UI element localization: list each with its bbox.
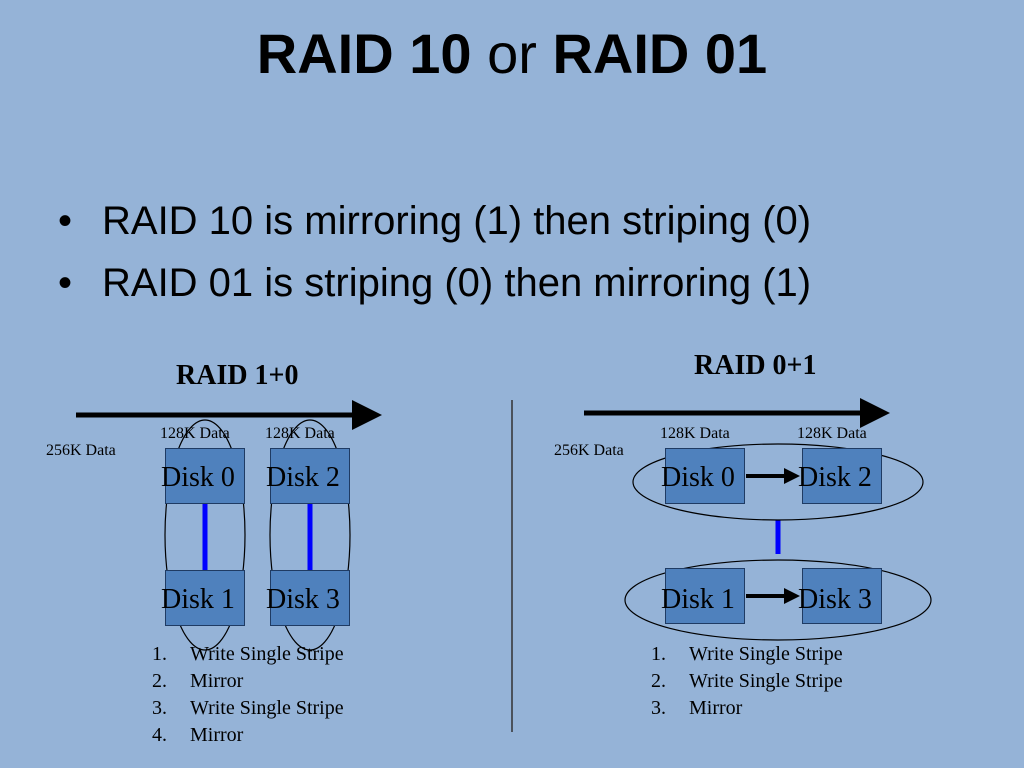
disk-box: [665, 448, 745, 504]
step-item: 3. Mirror: [651, 695, 843, 722]
step-text: Write Single Stripe: [190, 697, 344, 719]
step-number: 2.: [651, 670, 666, 692]
right-chunk-label: 128K Data: [797, 425, 867, 442]
disk-label: Disk 1: [661, 584, 735, 615]
step-text: Mirror: [190, 670, 244, 692]
disk-box: [802, 448, 882, 504]
disk-box: [665, 568, 745, 624]
step-text: Mirror: [190, 724, 244, 746]
step-number: 1.: [152, 643, 167, 665]
step-text: Write Single Stripe: [689, 670, 843, 692]
step-number: 3.: [152, 697, 167, 719]
disk-label: Disk 0: [161, 462, 235, 493]
left-mirror-group-ellipse: [164, 419, 246, 651]
step-number: 2.: [152, 670, 167, 692]
step-item: 2. Mirror: [152, 668, 344, 695]
step-item: 2. Write Single Stripe: [651, 668, 843, 695]
step-item: 1. Write Single Stripe: [152, 641, 344, 668]
right-diagram-title: RAID 0+1: [694, 350, 817, 381]
right-steps-list: 1. Write Single Stripe 2. Write Single Str…: [651, 641, 843, 722]
step-text: Write Single Stripe: [190, 643, 344, 665]
right-data-label: 256K Data: [554, 442, 624, 459]
disk-label: Disk 0: [661, 462, 735, 493]
disk-box: [165, 448, 245, 504]
step-item: 3. Write Single Stripe: [152, 695, 344, 722]
left-chunk-label: 128K Data: [160, 425, 230, 442]
disk-label: Disk 2: [798, 462, 872, 493]
disk-label: Disk 3: [266, 584, 340, 615]
disk-box: [165, 570, 245, 626]
disk-label: Disk 1: [161, 584, 235, 615]
bullet-item: RAID 01 is striping (0) then mirroring (…: [58, 252, 811, 314]
disk-box: [270, 448, 350, 504]
right-chunk-label: 128K Data: [660, 425, 730, 442]
step-item: 1. Write Single Stripe: [651, 641, 843, 668]
title-raid01: RAID 01: [552, 22, 768, 85]
left-diagram-title: RAID 1+0: [176, 360, 299, 391]
left-data-label: 256K Data: [46, 442, 116, 459]
step-item: 4. Mirror: [152, 722, 344, 749]
step-number: 4.: [152, 724, 167, 746]
left-chunk-label: 128K Data: [265, 425, 335, 442]
left-mirror-group-ellipse: [269, 419, 351, 651]
title-joiner: or: [487, 22, 537, 85]
bullet-list: RAID 10 is mirroring (1) then striping (…: [58, 190, 811, 314]
disk-label: Disk 2: [266, 462, 340, 493]
bullet-item: RAID 10 is mirroring (1) then striping (…: [58, 190, 811, 252]
step-text: Write Single Stripe: [689, 643, 843, 665]
step-number: 1.: [651, 643, 666, 665]
step-number: 3.: [651, 697, 666, 719]
step-text: Mirror: [689, 697, 743, 719]
disk-box: [270, 570, 350, 626]
right-stripe-group-ellipse: [632, 443, 924, 521]
title-raid10: RAID 10: [256, 22, 472, 85]
left-steps-list: 1. Write Single Stripe 2. Mirror 3. Write S…: [152, 641, 344, 749]
slide-title: RAID 10 or RAID 01: [0, 22, 1024, 86]
disk-label: Disk 3: [798, 584, 872, 615]
disk-box: [802, 568, 882, 624]
right-stripe-group-ellipse: [624, 559, 932, 641]
